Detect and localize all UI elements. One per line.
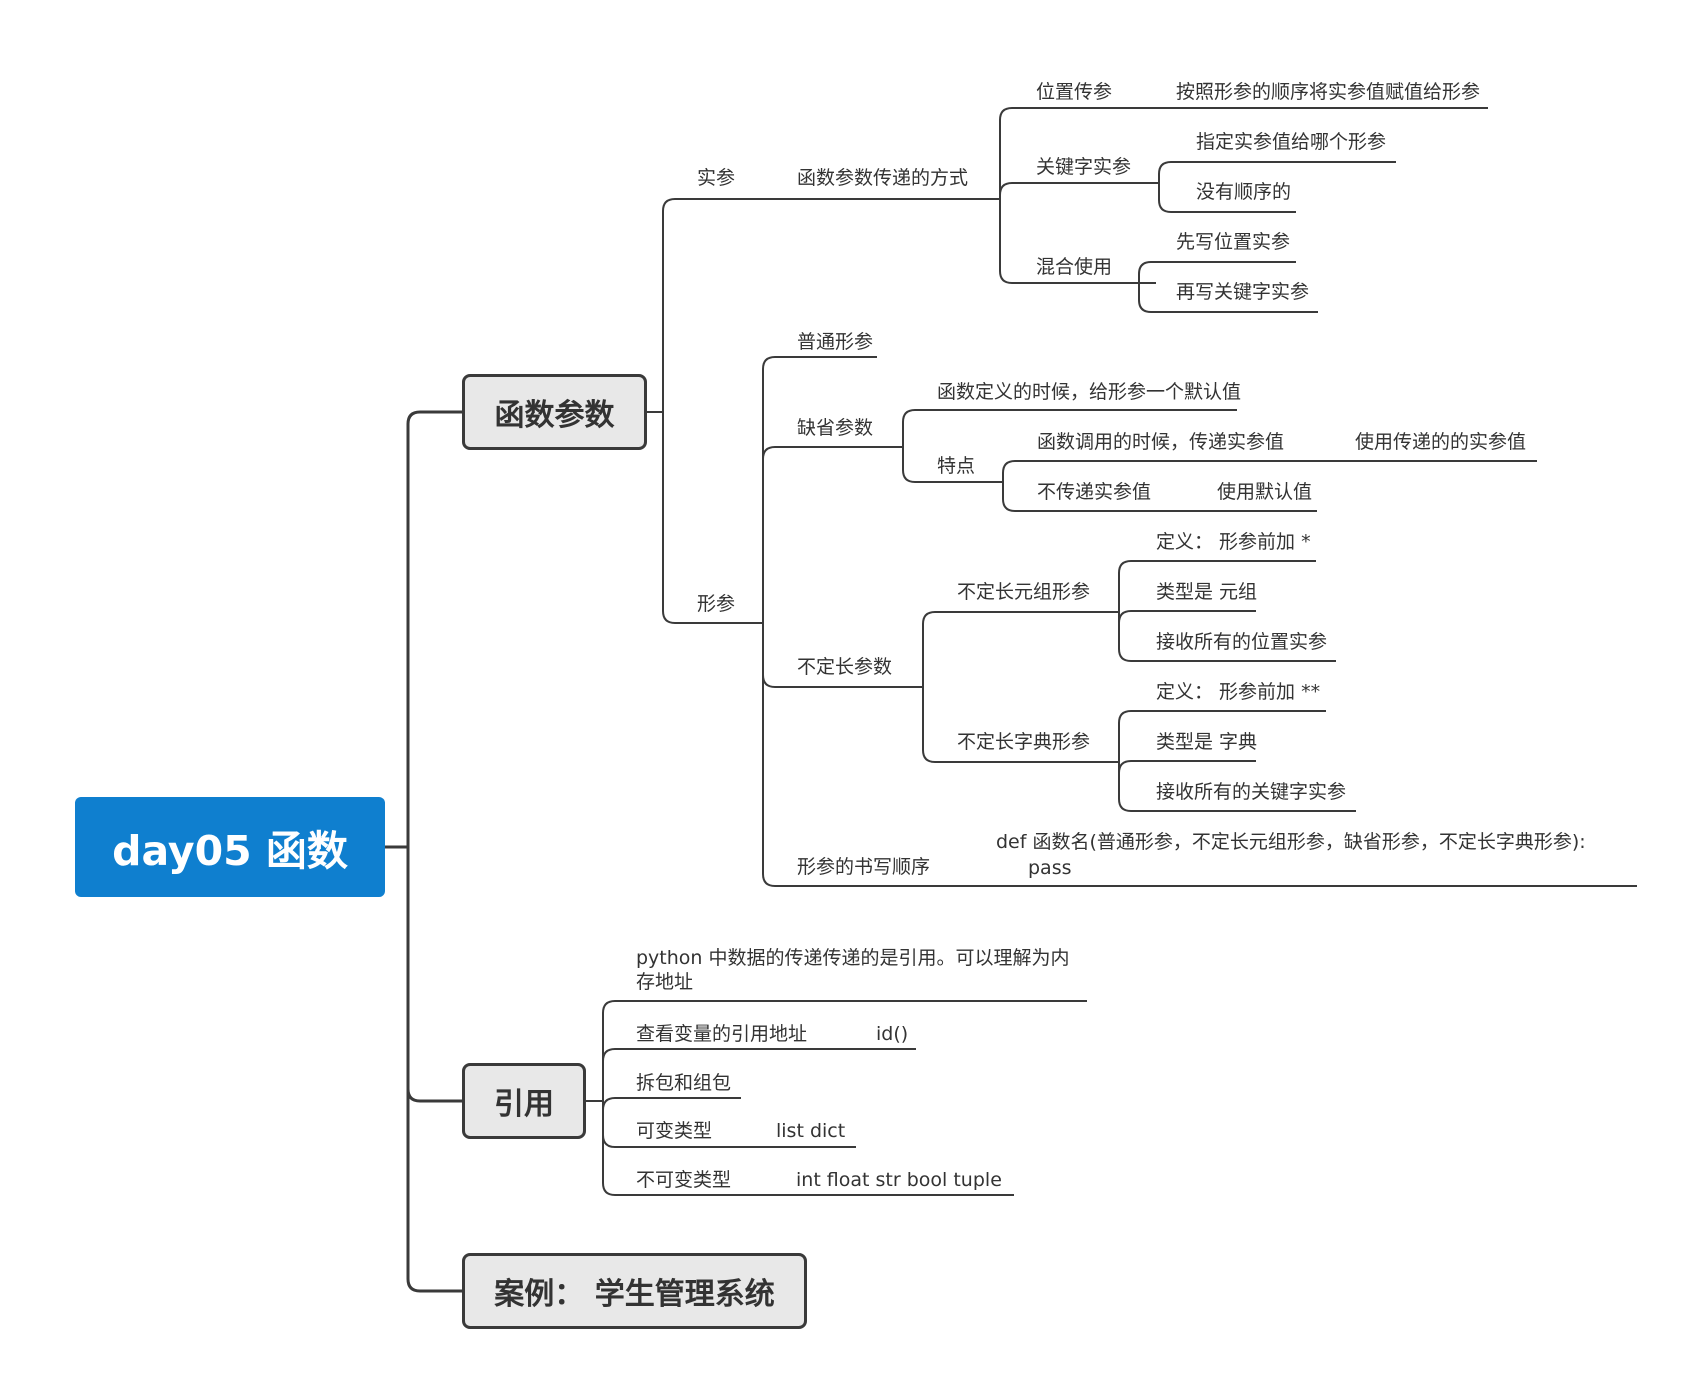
node-positional-desc[interactable]: 按照形参的顺序将实参值赋值给形参: [1176, 81, 1481, 103]
node-feature-b-result[interactable]: 使用默认值: [1217, 481, 1313, 503]
node-formal-params[interactable]: 形参: [697, 593, 736, 615]
node-mixed[interactable]: 混合使用: [1036, 256, 1113, 278]
dict-link-2: [1118, 762, 1356, 812]
keyword-link-0: [1158, 161, 1396, 183]
mixed-link-1: [1138, 283, 1318, 313]
feature-link-0: [1002, 460, 1537, 482]
tuple-link-1: [1118, 610, 1256, 624]
mixed-link-0: [1138, 261, 1296, 283]
node-ref-immutable[interactable]: 不可变类型: [636, 1169, 732, 1191]
node-ref-view[interactable]: 查看变量的引用地址: [636, 1023, 808, 1045]
node-mixed-a[interactable]: 先写位置实参: [1176, 231, 1291, 253]
node-ref-immutable-types[interactable]: int float str bool tuple: [796, 1169, 1002, 1191]
node-keyword[interactable]: 关键字实参: [1036, 156, 1132, 178]
node-keyword-b[interactable]: 没有顺序的: [1196, 181, 1292, 203]
node-ref-view-fn[interactable]: id(): [876, 1023, 909, 1045]
node-keyword-a[interactable]: 指定实参值给哪个形参: [1196, 131, 1387, 153]
node-dict-recv[interactable]: 接收所有的关键字实参: [1156, 781, 1347, 803]
node-var-tuple[interactable]: 不定长元组形参: [957, 581, 1091, 603]
tuple-link-2: [1118, 612, 1336, 662]
topic-reference[interactable]: 引用: [462, 1063, 586, 1139]
root-link-1: [406, 847, 462, 1103]
node-tuple-recv[interactable]: 接收所有的位置实参: [1156, 631, 1328, 653]
topic-function-params[interactable]: 函数参数: [462, 374, 647, 450]
way-link-2: [999, 199, 1156, 284]
ref-link-4: [602, 1101, 1014, 1196]
formal-link-1: [762, 446, 897, 623]
dict-link-0: [1118, 710, 1326, 762]
node-var-params[interactable]: 不定长参数: [797, 656, 893, 678]
node-ref-desc[interactable]: python 中数据的传递传递的是引用。可以理解为内存地址: [636, 947, 1070, 993]
node-param-order[interactable]: 形参的书写顺序: [797, 856, 931, 878]
tuple-link-0: [1118, 560, 1316, 612]
node-tuple-type[interactable]: 类型是 元组: [1156, 581, 1258, 603]
node-normal-param[interactable]: 普通形参: [797, 331, 874, 353]
node-var-dict[interactable]: 不定长字典形参: [957, 731, 1091, 753]
way-link-0: [999, 107, 1156, 199]
node-ref-mutable[interactable]: 可变类型: [636, 1120, 713, 1142]
var-link-0: [922, 611, 1116, 687]
var-link-1: [922, 687, 1116, 763]
params-link-1: [662, 412, 757, 624]
node-feature-a-result[interactable]: 使用传递的的实参值: [1355, 431, 1527, 453]
node-feature[interactable]: 特点: [937, 455, 976, 477]
root-topic[interactable]: day05 函数: [75, 797, 385, 897]
keyword-link-1: [1158, 183, 1296, 213]
node-dict-type[interactable]: 类型是 字典: [1156, 731, 1258, 753]
node-mixed-b[interactable]: 再写关键字实参: [1176, 281, 1310, 303]
node-ref-mutable-types[interactable]: list dict: [776, 1120, 846, 1142]
dict-link-1: [1118, 760, 1256, 774]
node-tuple-def[interactable]: 定义： 形参前加 *: [1156, 531, 1311, 553]
default-link-0: [902, 409, 1237, 447]
formal-link-3: [762, 623, 1637, 887]
way-link-1: [999, 182, 1156, 199]
feature-link-1: [1002, 482, 1317, 512]
topic-case-study[interactable]: 案例： 学生管理系统: [462, 1253, 807, 1329]
root-link-2: [406, 847, 462, 1293]
node-feature-a[interactable]: 函数调用的时候，传递实参值: [1037, 431, 1285, 453]
node-dict-def[interactable]: 定义： 形参前加 **: [1156, 681, 1321, 703]
node-default-def[interactable]: 函数定义的时候，给形参一个默认值: [937, 381, 1242, 403]
node-ref-pack[interactable]: 拆包和组包: [636, 1072, 732, 1094]
node-actual-args[interactable]: 实参: [697, 167, 736, 189]
node-feature-b[interactable]: 不传递实参值: [1037, 481, 1152, 503]
node-passing-way[interactable]: 函数参数传递的方式: [797, 167, 969, 189]
ref-link-2: [602, 1097, 741, 1111]
formal-link-0: [762, 356, 877, 623]
params-link-0: [662, 198, 747, 412]
node-order-code-line2: pass: [1028, 857, 1072, 879]
node-positional[interactable]: 位置传参: [1036, 81, 1113, 103]
node-default-param[interactable]: 缺省参数: [797, 417, 874, 439]
root-link-0: [406, 410, 462, 847]
default-link-1: [902, 447, 1000, 483]
ref-link-1: [602, 1048, 916, 1101]
node-order-code-line1[interactable]: def 函数名(普通形参，不定长元组形参，缺省形参，不定长字典形参):: [996, 831, 1586, 853]
ref-link-0: [602, 1000, 1087, 1101]
